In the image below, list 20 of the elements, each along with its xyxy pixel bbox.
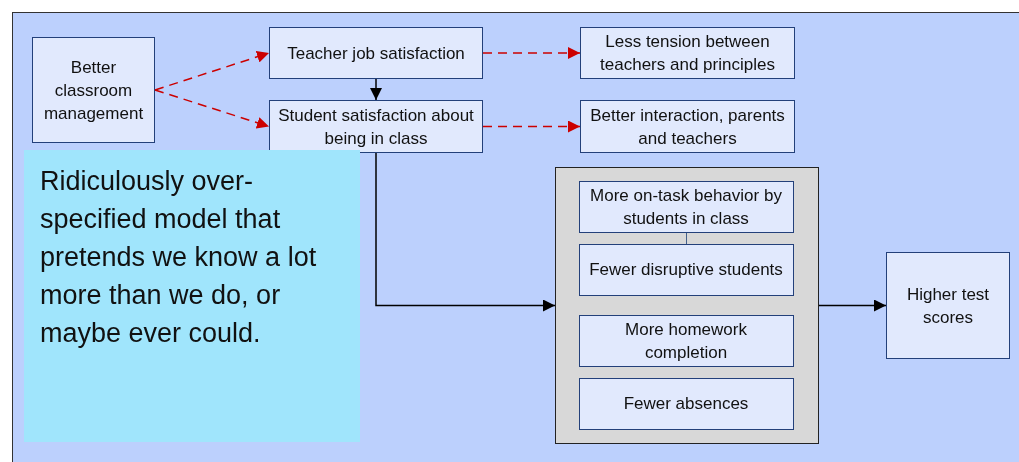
arrow — [154, 51, 270, 91]
group-box — [555, 167, 819, 444]
process-box: Fewer disruptive students — [578, 243, 794, 296]
connector-line — [686, 232, 687, 245]
process-box: More on-task behavior by students in class — [578, 180, 794, 233]
arrow — [154, 89, 270, 129]
process-box: Less tension between teachers and principles — [580, 27, 795, 79]
process-box: Fewer absences — [578, 377, 794, 430]
note-box: Ridiculously over-specified model that pretends we know a lot more than we do, or maybe ever could. — [24, 150, 360, 442]
process-box: Student satisfaction about being in class — [269, 100, 483, 153]
arrow — [375, 152, 556, 312]
process-box: Better interaction, parents and teachers — [580, 100, 795, 153]
arrow — [482, 120, 581, 133]
process-box: Better classroom management — [32, 37, 155, 143]
process-box: Teacher job satisfaction — [269, 27, 483, 79]
arrow — [370, 78, 382, 101]
process-box: More homework completion — [578, 314, 794, 367]
arrow — [818, 299, 887, 312]
arrow — [482, 47, 581, 59]
process-box: Higher test scores — [886, 252, 1010, 359]
